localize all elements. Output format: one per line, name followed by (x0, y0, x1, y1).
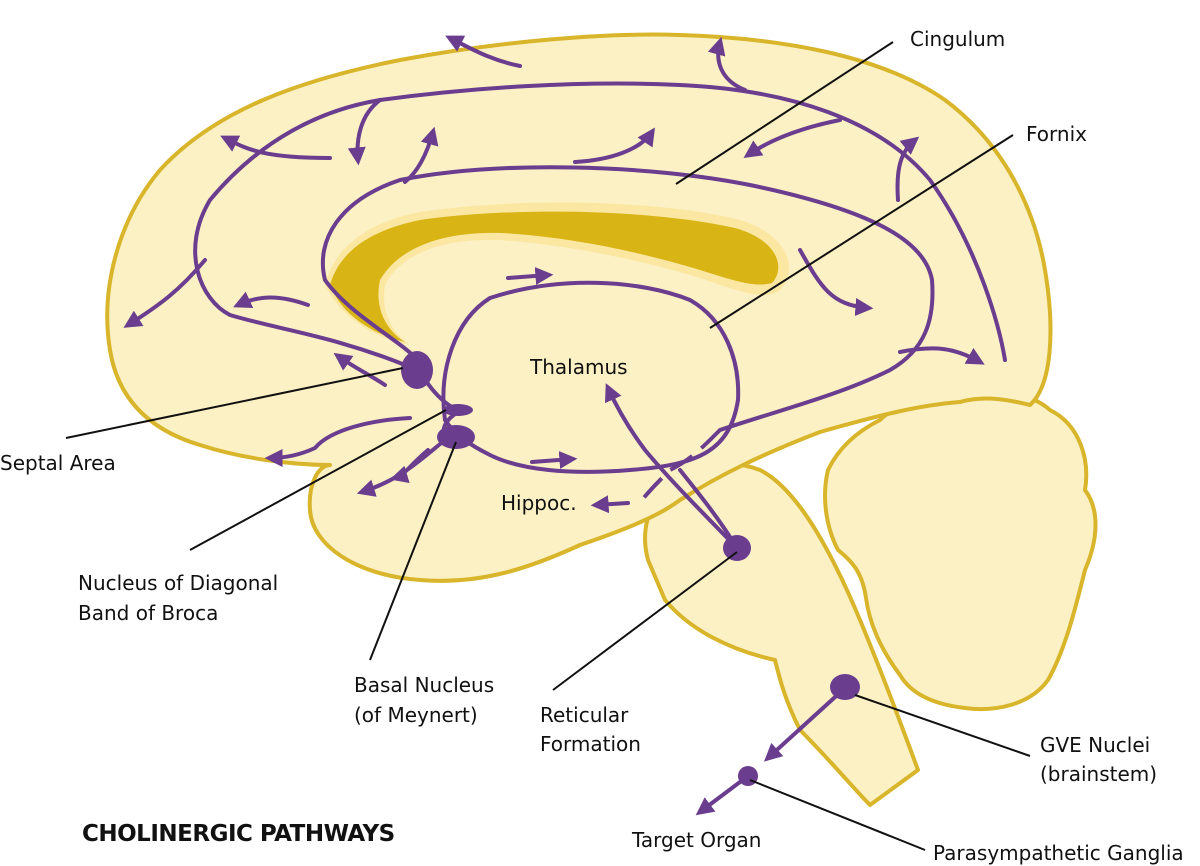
label-reticular-line1: Reticular (540, 703, 629, 727)
cerebrum-shape (105, 32, 1053, 583)
projection-arrow (573, 127, 655, 164)
reticular-to-thalamus-arrow (605, 383, 739, 550)
projection-arrow (506, 266, 554, 285)
projection-arrow (530, 450, 578, 469)
projection-arrow (389, 448, 430, 483)
to-hippocampus-arrow (590, 495, 630, 514)
label-septal-area: Septal Area (0, 451, 116, 475)
label-basal-nucleus-line1: Basal Nucleus (354, 673, 494, 697)
label-reticular-line2: Formation (540, 732, 641, 756)
label-target-organ: Target Organ (631, 828, 761, 852)
diagram-title: CHOLINERGIC PATHWAYS (82, 821, 395, 847)
septal-nucleus (401, 351, 433, 389)
cingulum-pathway (320, 165, 935, 432)
parasympathetic-leader (749, 779, 926, 851)
projection-arrow (895, 136, 920, 202)
basal-nucleus-leader (369, 441, 457, 661)
label-cingulum: Cingulum (910, 27, 1005, 51)
projection-arrow (743, 118, 842, 159)
label-diagonal-band-line2: Band of Broca (78, 601, 218, 625)
label-gve-line1: GVE Nuclei (1040, 733, 1150, 757)
septal-leader (65, 367, 404, 439)
diagonal-band-nucleus (443, 404, 473, 416)
projection-arrow (898, 346, 985, 365)
projection-arrow (333, 352, 387, 387)
projection-arrow (798, 248, 874, 316)
projection-arrow (220, 135, 332, 160)
projection-arrow (233, 291, 310, 308)
gve-nucleus (830, 674, 860, 700)
label-hippocampus: Hippoc. (501, 491, 577, 515)
projection-arrow (445, 35, 522, 68)
fornix-leader (709, 134, 1014, 329)
label-diagonal-band-line1: Nucleus of Diagonal (78, 571, 278, 595)
reticular-nucleus (723, 535, 751, 561)
basal-nucleus-meynert (437, 425, 475, 449)
cingulum-leader (675, 41, 894, 185)
reticular-leader (552, 551, 738, 691)
corpus-callosum-core (330, 211, 779, 342)
projection-arrow (707, 36, 747, 92)
hippocampal-dashed-pathway (640, 428, 722, 502)
gve-leader (854, 694, 1031, 757)
projection-arrow (347, 98, 382, 166)
projection-arrow (123, 258, 207, 328)
projection-arrow (264, 416, 412, 467)
gve-to-target-arrow (764, 686, 847, 762)
label-gve-line2: (brainstem) (1040, 762, 1157, 786)
label-parasympathetic-ganglia: Parasympathetic Ganglia (933, 841, 1184, 865)
diagonal-band-leader (189, 409, 447, 551)
label-fornix: Fornix (1026, 122, 1087, 146)
projection-arrow (403, 126, 439, 184)
label-thalamus: Thalamus (529, 355, 628, 379)
fornix-pathway (441, 280, 741, 474)
label-basal-nucleus-line2: (of Meynert) (354, 703, 478, 727)
outer-cingulum-pathway (193, 81, 1007, 367)
